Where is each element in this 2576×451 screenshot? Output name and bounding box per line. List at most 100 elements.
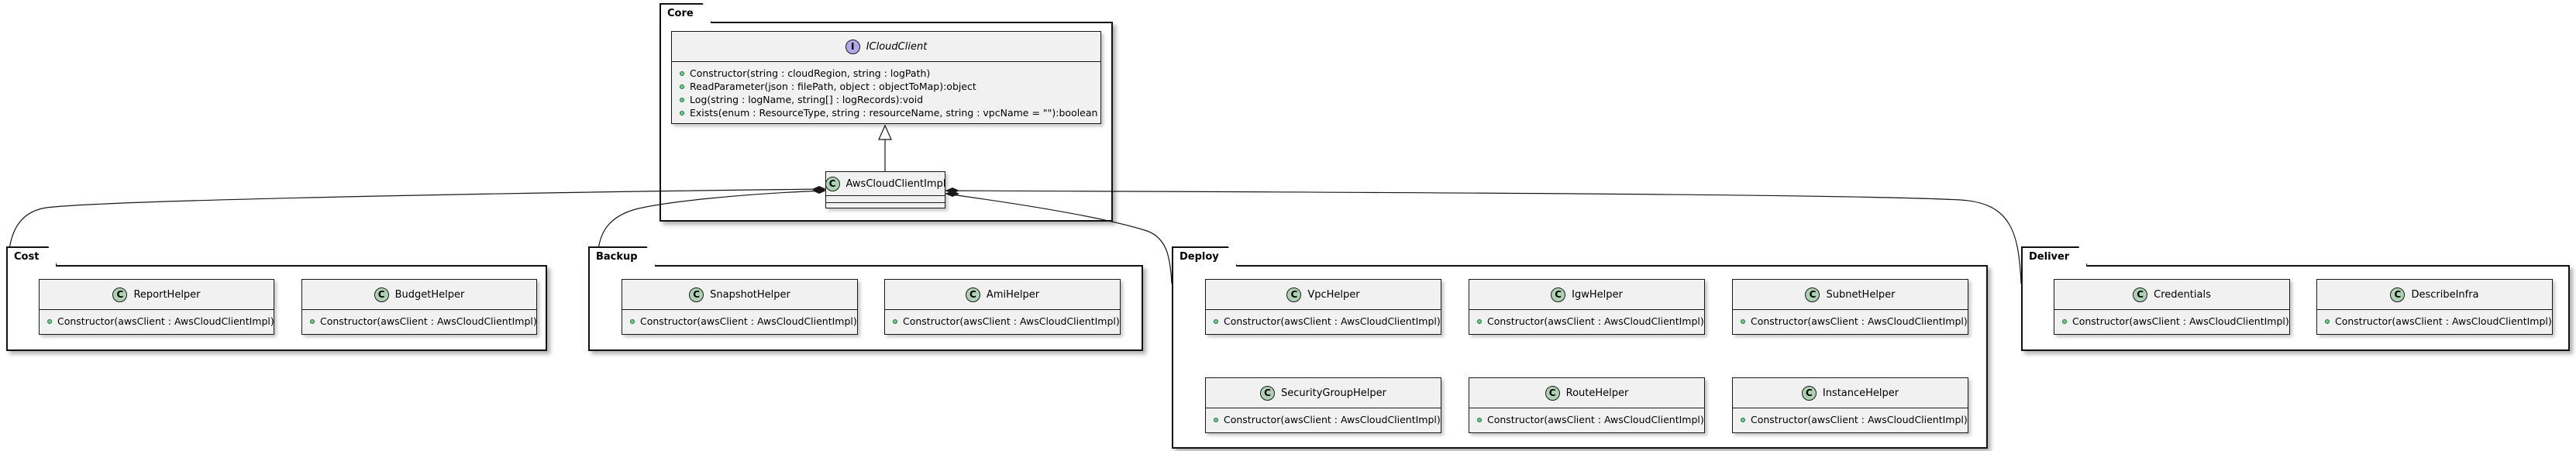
class-icon: C: [1551, 287, 1566, 302]
class-header: C VpcHelper: [1206, 280, 1441, 310]
public-method-icon: [680, 84, 684, 89]
class-icon: C: [1286, 287, 1302, 302]
public-method-icon: [680, 71, 684, 76]
member-text: ReadParameter(json : filePath, object : …: [690, 81, 976, 92]
class-icon: C: [1545, 385, 1560, 401]
class-icon: C: [374, 287, 389, 302]
class-icloud-client: I ICloudClient Constructor(string : clou…: [671, 31, 1101, 124]
class-members: Constructor(awsClient : AwsCloudClientIm…: [1206, 408, 1441, 432]
member-text: Constructor(awsClient : AwsCloudClientIm…: [1487, 414, 1704, 425]
class-fields-compartment: [826, 196, 945, 202]
public-method-icon: [1477, 417, 1482, 422]
public-method-icon: [2325, 318, 2330, 324]
member: Constructor(awsClient : AwsCloudClientIm…: [310, 315, 537, 328]
class-instance-helper: C InstanceHelper Constructor(awsClient : …: [1732, 377, 1968, 433]
public-method-icon: [680, 110, 684, 115]
public-method-icon: [1741, 318, 1745, 324]
member: Constructor(awsClient : AwsCloudClientIm…: [2325, 315, 2552, 328]
class-icon: C: [825, 176, 840, 191]
class-security-group-helper: C SecurityGroupHelper Constructor(awsClie…: [1205, 377, 1441, 433]
class-members: Constructor(awsClient : AwsCloudClientIm…: [1733, 408, 1968, 432]
member: Exists(enum : ResourceType, string : res…: [680, 106, 1098, 119]
class-members: Constructor(awsClient : AwsCloudClientIm…: [1469, 408, 1704, 432]
member: Constructor(awsClient : AwsCloudClientIm…: [893, 315, 1120, 328]
public-method-icon: [310, 318, 315, 324]
public-method-icon: [630, 318, 635, 324]
member-text: Constructor(awsClient : AwsCloudClientIm…: [1487, 315, 1704, 327]
class-icon: C: [1805, 287, 1820, 302]
public-method-icon: [2062, 318, 2067, 324]
class-icon: C: [2133, 287, 2148, 302]
class-members: Constructor(awsClient : AwsCloudClientIm…: [302, 310, 537, 334]
class-name: AmiHelper: [986, 288, 1040, 301]
class-header: C IgwHelper: [1469, 280, 1704, 310]
class-icon: C: [965, 287, 980, 302]
package-backup: Backup: [588, 265, 1143, 351]
class-name: InstanceHelper: [1822, 387, 1899, 399]
member: ReadParameter(json : filePath, object : …: [680, 80, 1094, 93]
class-name: ICloudClient: [866, 40, 928, 53]
class-icon: C: [2390, 287, 2406, 302]
member-text: Log(string : logName, string[] : logReco…: [690, 94, 924, 105]
class-header: C AmiHelper: [885, 280, 1120, 310]
package-core: Core: [659, 22, 1113, 222]
class-icloud-client-header: I ICloudClient: [672, 32, 1100, 62]
member-text: Exists(enum : ResourceType, string : res…: [690, 107, 1098, 119]
member: Constructor(awsClient : AwsCloudClientIm…: [1741, 413, 1968, 426]
class-ami-helper: C AmiHelper Constructor(awsClient : AwsCl…: [884, 279, 1121, 335]
public-method-icon: [1477, 318, 1482, 324]
package-cost-label: Cost: [6, 246, 57, 267]
member-text: Constructor(awsClient : AwsCloudClientIm…: [903, 315, 1120, 327]
interface-icon: I: [845, 39, 860, 54]
class-members: Constructor(awsClient : AwsCloudClientIm…: [1206, 310, 1441, 334]
public-method-icon: [893, 318, 897, 324]
class-icon: C: [112, 287, 128, 302]
class-name: SecurityGroupHelper: [1281, 387, 1386, 399]
class-icon: C: [689, 287, 704, 302]
class-name: RouteHelper: [1565, 387, 1629, 399]
member: Constructor(awsClient : AwsCloudClientIm…: [1741, 315, 1968, 328]
class-members: Constructor(awsClient : AwsCloudClientIm…: [1733, 310, 1968, 334]
class-aws-cloud-client-impl-header: C AwsCloudClientImpl: [825, 172, 946, 196]
member-text: Constructor(awsClient : AwsCloudClientIm…: [1224, 414, 1441, 425]
member: Constructor(awsClient : AwsCloudClientIm…: [47, 315, 274, 328]
compartment-divider: [826, 202, 945, 203]
public-method-icon: [1741, 417, 1745, 422]
package-deliver-label: Deliver: [2021, 246, 2088, 267]
member-text: Constructor(awsClient : AwsCloudClientIm…: [1751, 414, 1968, 425]
member-text: Constructor(awsClient : AwsCloudClientIm…: [57, 315, 274, 327]
class-aws-cloud-client-impl: C AwsCloudClientImpl: [825, 171, 945, 208]
class-vpc-helper: C VpcHelper Constructor(awsClient : AwsCl…: [1205, 279, 1441, 335]
member-text: Constructor(awsClient : AwsCloudClientIm…: [320, 315, 537, 327]
public-method-icon: [680, 97, 684, 102]
package-deliver: Deliver: [2021, 265, 2570, 351]
class-members: Constructor(awsClient : AwsCloudClientIm…: [1469, 310, 1704, 334]
member: Constructor(awsClient : AwsCloudClientIm…: [630, 315, 857, 328]
class-name: AwsCloudClientImpl: [845, 177, 946, 190]
class-icon: C: [1801, 385, 1817, 401]
class-icon: C: [1260, 385, 1276, 401]
class-members: Constructor(awsClient : AwsCloudClientIm…: [622, 310, 857, 334]
member: Constructor(awsClient : AwsCloudClientIm…: [2062, 315, 2289, 328]
class-igw-helper: C IgwHelper Constructor(awsClient : AwsCl…: [1469, 279, 1705, 335]
public-method-icon: [47, 318, 52, 324]
member: Log(string : logName, string[] : logReco…: [680, 93, 1094, 106]
member: Constructor(awsClient : AwsCloudClientIm…: [1214, 315, 1441, 328]
class-members: Constructor(string : cloudRegion, string…: [672, 62, 1100, 126]
member-text: Constructor(string : cloudRegion, string…: [690, 67, 931, 79]
class-header: C InstanceHelper: [1733, 378, 1968, 408]
member-text: Constructor(awsClient : AwsCloudClientIm…: [1751, 315, 1968, 327]
class-members: Constructor(awsClient : AwsCloudClientIm…: [2317, 310, 2552, 334]
class-name: VpcHelper: [1307, 288, 1360, 301]
class-name: IgwHelper: [1572, 288, 1623, 301]
